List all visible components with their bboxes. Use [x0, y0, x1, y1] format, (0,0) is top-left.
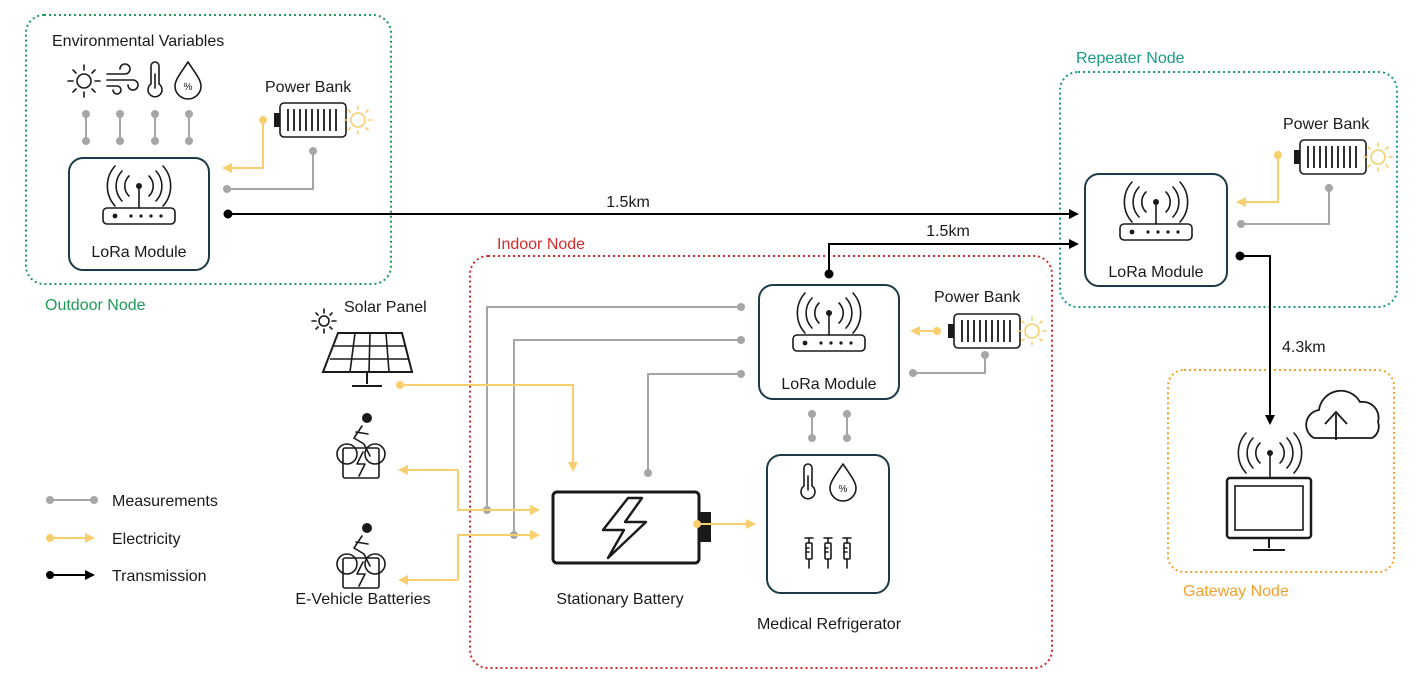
environmental-variables-label: Environmental Variables [52, 33, 224, 50]
outdoor-power-bank-label: Power Bank [265, 79, 352, 96]
medical-refrigerator-box [766, 454, 890, 594]
repeater-power-wiring [1236, 151, 1333, 228]
gateway-antenna-icon [1237, 432, 1303, 479]
indoor-electricity-wiring [396, 381, 756, 585]
transmission-repeater-to-gateway [1235, 251, 1275, 425]
outdoor-lora-module-box [68, 157, 210, 271]
gateway-node-border [1167, 369, 1395, 573]
stationary-battery-icon [551, 490, 711, 565]
repeater-power-bank-label: Power Bank [1283, 116, 1370, 133]
distance-label-gateway: 4.3km [1282, 339, 1326, 356]
transmission-outdoor-to-repeater [223, 209, 1079, 219]
repeater-node-title: Repeater Node [1076, 50, 1185, 67]
stationary-battery-label: Stationary Battery [556, 591, 683, 608]
battery-icon [947, 313, 1047, 349]
distance-label-outdoor: 1.5km [606, 194, 650, 211]
gateway-node-title: Gateway Node [1183, 583, 1289, 600]
solar-sun-icon [311, 308, 337, 334]
legend-measurements: Measurements [46, 493, 218, 510]
fridge-measurement-lines [808, 410, 851, 442]
sun-icon [67, 64, 101, 98]
legend-transmission-label: Transmission [112, 568, 207, 585]
humidity-icon [174, 61, 202, 100]
syringe-icon [804, 537, 814, 569]
cyclist-icon [336, 522, 386, 589]
outdoor-power-wiring [222, 116, 317, 193]
legend-electricity-label: Electricity [112, 531, 180, 548]
repeater-lora-module-box [1084, 173, 1228, 287]
cyclist-icon [336, 412, 386, 479]
indoor-lora-module-box [758, 284, 900, 400]
legend-measurements-label: Measurements [112, 493, 218, 510]
cloud-upload-icon [1305, 389, 1380, 440]
legend-electricity: Electricity [46, 531, 180, 548]
outdoor-node-title: Outdoor Node [45, 297, 146, 314]
battery-icon [1293, 139, 1393, 175]
outdoor-node-border [25, 14, 392, 285]
repeater-node-border [1059, 71, 1398, 308]
indoor-power-wiring [909, 326, 989, 377]
indoor-lora-label: LoRa Module [781, 376, 876, 393]
repeater-lora-label: LoRa Module [1108, 264, 1203, 281]
solar-panel-label: Solar Panel [344, 299, 427, 316]
indoor-power-bank-label: Power Bank [934, 289, 1021, 306]
outdoor-lora-label: LoRa Module [91, 244, 186, 261]
battery-icon [273, 102, 373, 138]
legend-transmission: Transmission [46, 568, 207, 585]
distance-label-indoor: 1.5km [926, 223, 970, 240]
outdoor-sensor-measurement-lines [82, 110, 193, 145]
thermometer-icon [147, 61, 163, 98]
solar-panel-icon [321, 332, 414, 387]
indoor-node-title: Indoor Node [497, 236, 585, 253]
wind-icon [106, 63, 139, 95]
legend: Measurements Electricity Transmission [46, 493, 218, 585]
monitor-icon [1225, 476, 1313, 551]
indoor-node-border [469, 255, 1053, 669]
transmission-indoor-to-repeater [824, 239, 1079, 279]
medical-refrigerator-label: Medical Refrigerator [757, 616, 902, 633]
syringe-icon [823, 537, 833, 569]
indoor-measurement-wiring [483, 303, 745, 539]
ev-batteries-label: E-Vehicle Batteries [295, 591, 430, 608]
syringe-icon [842, 537, 852, 569]
